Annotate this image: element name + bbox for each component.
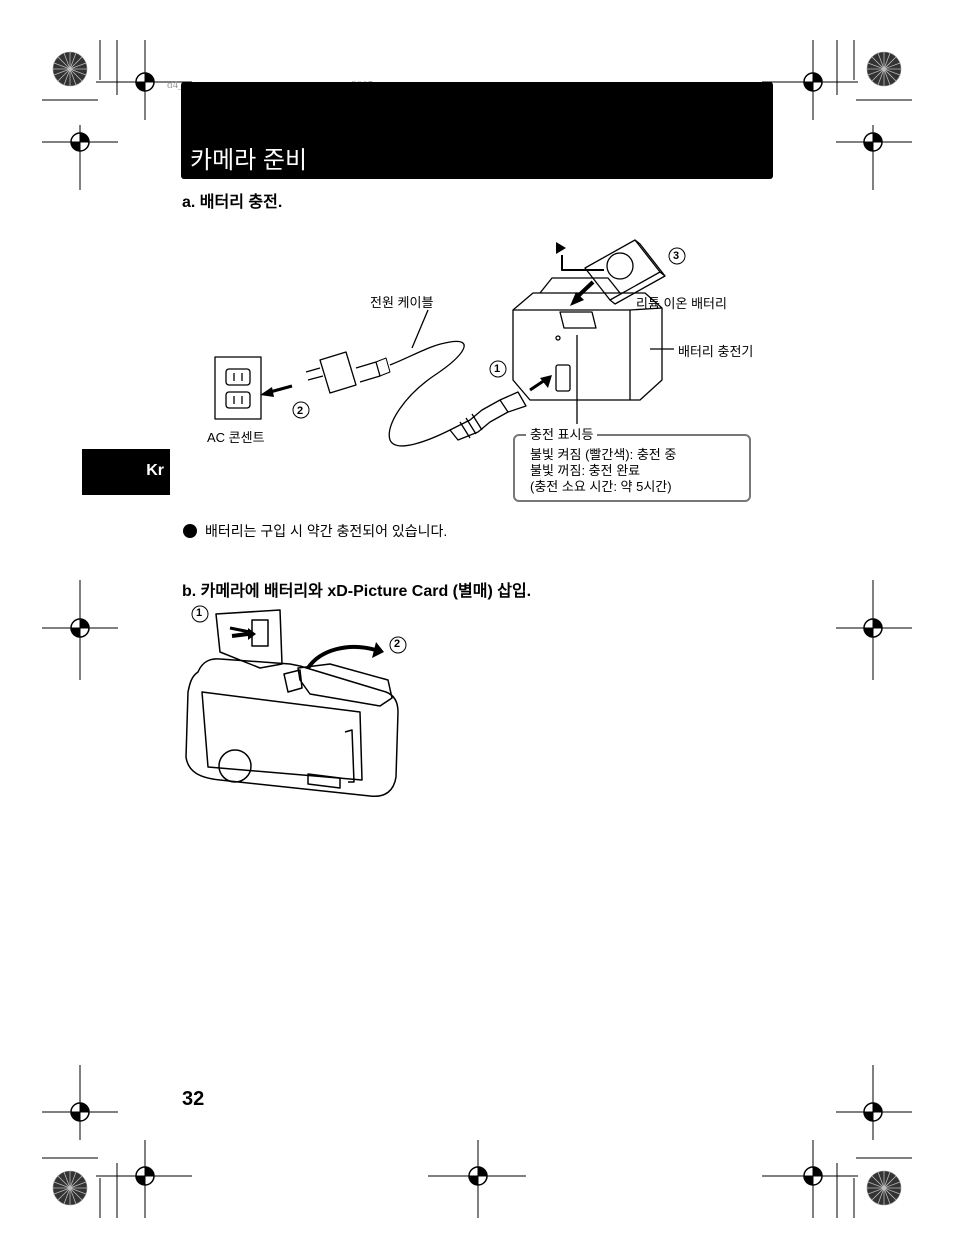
charging-illustration [214,239,686,447]
section-b-heading: b. 카메라에 배터리와 xD-Picture Card (별매) 삽입. [182,583,532,600]
camera-lens [218,749,252,783]
language-tab: Kr [82,449,170,495]
camera-illustration [185,605,407,798]
step-2-label: 2 [297,405,304,417]
charger-body [512,292,663,401]
charge-indicator-line: 불빛 켜짐 (빨간색): 충전 중 [530,447,677,462]
power-cable-line [388,340,465,447]
ac-outlet-label: AC 콘센트 [207,430,265,445]
page-number: 32 [182,1088,205,1110]
plug-head [319,351,357,394]
bullet-icon [183,524,197,538]
camera-body [185,658,399,798]
section-a-heading: a. 배터리 충전. [182,194,283,211]
charge-indicator-line: 불빛 꺼짐: 충전 완료 [530,463,641,478]
charger-input-port [555,364,571,392]
language-tab-label: Kr [146,462,164,479]
step-3-label: 3 [673,250,680,262]
step-b2-label: 2 [394,638,401,650]
charge-indicator-box: 불빛 켜짐 (빨간색): 충전 중 불빛 꺼짐: 충전 완료 (충전 소요 시간… [513,434,751,502]
step-1-label: 1 [494,363,501,375]
ac-outlet-plate [214,356,262,420]
page-title: 카메라 준비 [190,147,308,174]
power-cable-label: 전원 케이블 [370,295,434,310]
header-bar [181,82,773,179]
lithium-battery-label: 리튬 이온 배터리 [636,296,727,311]
battery-charger-label: 배터리 충전기 [678,344,754,359]
battery-note-text: 배터리는 구입 시 약간 충전되어 있습니다. [205,523,448,539]
socket-bottom [225,391,251,409]
step-b1-label: 1 [196,607,203,619]
charge-indicator-line: (충전 소요 시간: 약 5시간) [530,479,672,494]
socket-top [225,368,251,386]
cable-connector [449,399,509,441]
latch-inset [215,609,283,669]
battery-note: 배터리는 구입 시 약간 충전되어 있습니다. [183,521,447,541]
charge-indicator-title: 충전 표시등 [526,424,598,443]
